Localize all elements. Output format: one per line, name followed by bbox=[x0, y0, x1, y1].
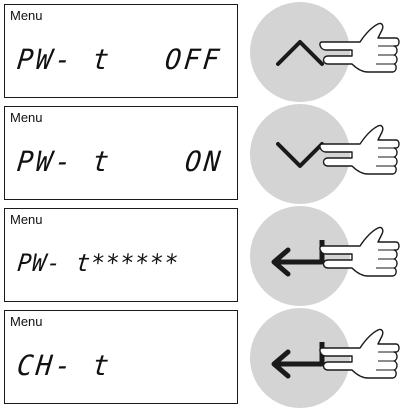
lcd-display: Menu PW- t ON bbox=[4, 106, 238, 200]
display-value: ON bbox=[183, 145, 226, 178]
down-arrow-icon bbox=[276, 142, 324, 168]
menu-label: Menu bbox=[10, 8, 43, 23]
menu-label: Menu bbox=[10, 314, 43, 329]
pointing-hand-icon bbox=[319, 124, 400, 175]
up-key[interactable] bbox=[250, 2, 350, 102]
down-key[interactable] bbox=[250, 104, 350, 204]
display-parameter: PW- t bbox=[15, 43, 114, 76]
lcd-display: Menu PW- t OFF bbox=[4, 4, 238, 98]
pointing-hand-icon bbox=[319, 226, 400, 277]
pointing-hand-icon bbox=[319, 328, 400, 379]
pointing-hand-icon bbox=[319, 22, 400, 73]
menu-label: Menu bbox=[10, 110, 43, 125]
lcd-display: Menu PW- t****** bbox=[4, 208, 238, 302]
step-1: Menu PW- t OFF bbox=[0, 2, 410, 104]
display-parameter: PW- t****** bbox=[16, 249, 181, 277]
step-3: Menu PW- t****** bbox=[0, 206, 410, 308]
step-4: Menu CH- t bbox=[0, 308, 410, 410]
step-2: Menu PW- t ON bbox=[0, 104, 410, 206]
display-value: OFF bbox=[163, 43, 225, 76]
menu-label: Menu bbox=[10, 212, 43, 227]
display-parameter: CH- t bbox=[15, 349, 114, 382]
up-arrow-icon bbox=[276, 40, 324, 66]
lcd-display: Menu CH- t bbox=[4, 310, 238, 404]
display-parameter: PW- t bbox=[15, 145, 114, 178]
enter-key[interactable] bbox=[250, 308, 350, 408]
